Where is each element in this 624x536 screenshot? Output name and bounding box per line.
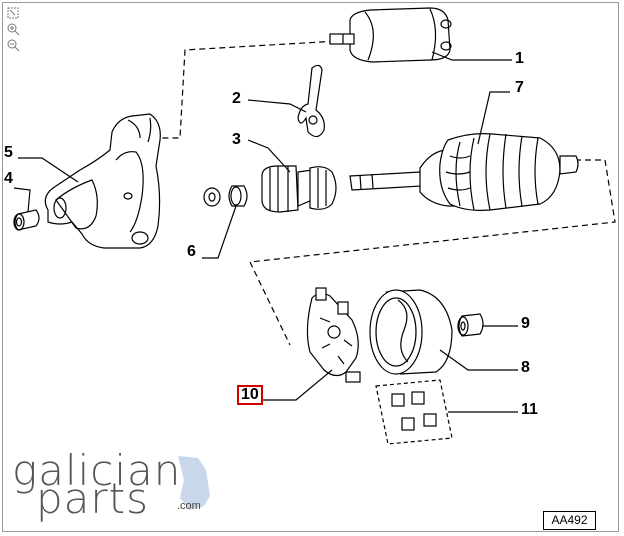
logo-domain-suffix: .com	[177, 500, 201, 512]
part-fork-lever	[297, 64, 325, 138]
zoom-toolbar	[6, 6, 22, 54]
part-brushes-set	[375, 379, 453, 445]
logo-text-line2: parts	[36, 474, 150, 523]
part-solenoid	[329, 7, 452, 63]
part-pinion	[261, 165, 337, 213]
part-drive-housing	[44, 113, 161, 249]
leader-line-4	[13, 187, 31, 213]
callout-10-selected[interactable]: 10	[237, 385, 263, 405]
leader-line-3	[247, 139, 291, 173]
drawing-reference-code: AA492	[543, 511, 596, 530]
callout-2[interactable]: 2	[232, 90, 241, 107]
callout-11[interactable]: 11	[521, 401, 538, 418]
callout-3[interactable]: 3	[232, 131, 241, 148]
part-bushing-left	[13, 209, 40, 231]
part-brush-holder	[306, 287, 361, 383]
part-bearing-6	[203, 185, 248, 207]
part-armature	[349, 133, 579, 211]
leader-line-1	[431, 51, 512, 61]
galicianparts-logo: galician parts .com	[12, 446, 227, 523]
part-bushing-right	[457, 313, 484, 337]
callout-9[interactable]: 9	[521, 315, 530, 332]
assembly-dashed-line	[249, 159, 616, 346]
assembly-dashed-line	[150, 39, 356, 139]
callout-7[interactable]: 7	[515, 79, 524, 96]
zoom-out-icon[interactable]	[6, 38, 20, 52]
callout-1[interactable]: 1	[515, 50, 524, 67]
callout-5[interactable]: 5	[4, 144, 13, 161]
leader-line-5	[18, 157, 79, 183]
leader-line-2	[247, 99, 307, 113]
logo-map-shape	[178, 456, 210, 510]
leader-line-7	[477, 91, 510, 145]
callout-6[interactable]: 6	[187, 243, 196, 260]
logo-text-line1: galician	[12, 446, 182, 495]
zoom-in-icon[interactable]	[6, 22, 20, 36]
part-field-housing	[369, 289, 453, 375]
leader-line-6	[202, 205, 237, 259]
callout-4[interactable]: 4	[4, 170, 13, 187]
leader-line-8	[439, 349, 518, 371]
fit-page-icon[interactable]	[6, 6, 20, 20]
callout-8[interactable]: 8	[521, 359, 530, 376]
leader-line-10	[262, 369, 333, 401]
